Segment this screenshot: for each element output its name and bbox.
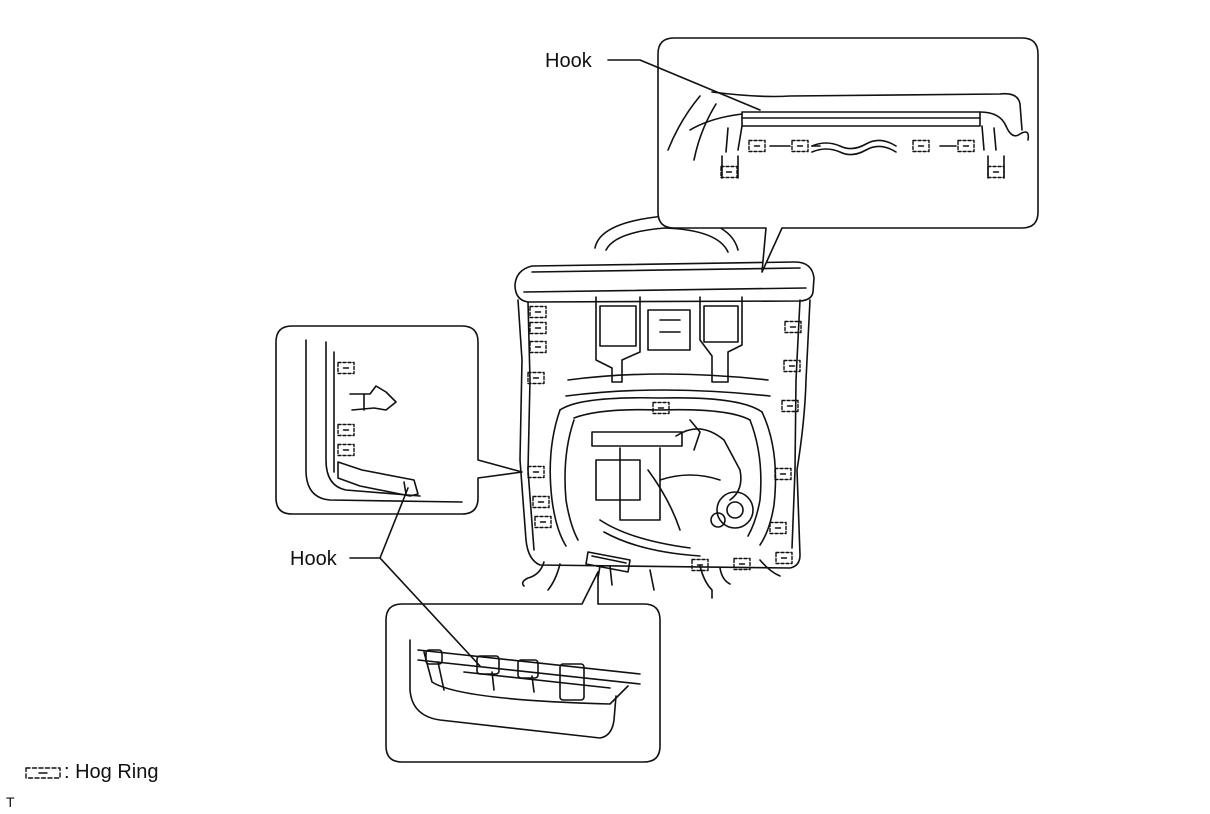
seat-back-assembly	[515, 216, 814, 598]
legend-text: : Hog Ring	[64, 761, 159, 783]
legend-symbol-spacer	[24, 764, 62, 780]
top-hook-leader	[608, 60, 760, 110]
top-hook-label: Hook	[545, 50, 592, 72]
seat-outline	[518, 300, 810, 568]
bottom-hook-label: Hook	[290, 548, 337, 570]
figure-code: T	[6, 794, 15, 810]
bottom-hook-leader	[350, 488, 480, 666]
legend: : Hog Ring	[24, 760, 159, 784]
top-hook-detail-callout	[608, 38, 1038, 272]
hog-ring-symbol-icon	[26, 768, 60, 778]
left-hook-detail-callout	[276, 326, 522, 514]
seat-top-frame	[515, 262, 814, 302]
bottom-hook-detail-callout	[386, 572, 660, 762]
